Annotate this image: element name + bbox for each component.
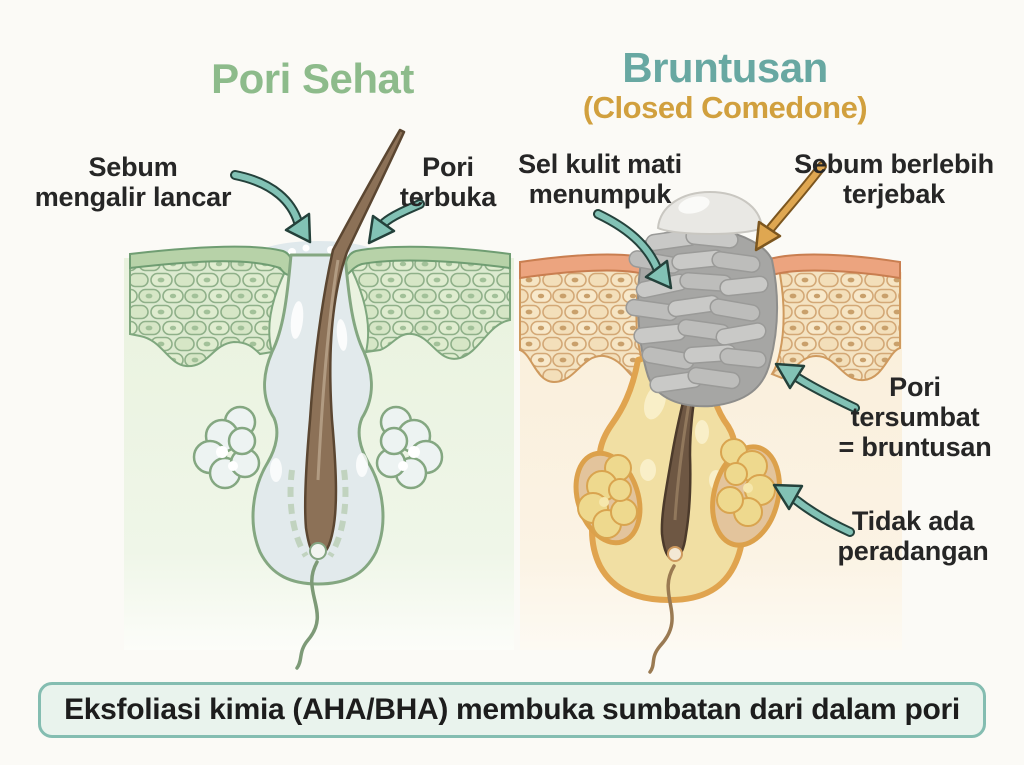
- comedone-follicle-tail: [648, 564, 676, 674]
- follicle-sheath-cells: [287, 469, 349, 558]
- label-open-pore-line2: terbuka: [399, 182, 497, 213]
- label-clogged-pore: Pori tersumbat = bruntusan: [815, 372, 1015, 463]
- label-dead-cells-line1: Sel kulit mati: [518, 149, 682, 179]
- sebum-flow-arrow: [230, 170, 312, 244]
- label-sebum-flow: Sebum mengalir lancar: [28, 152, 238, 212]
- label-sebum-flow-line1: Sebum: [88, 152, 178, 182]
- clogged-pore-arrow: [774, 362, 860, 413]
- label-trapped-sebum: Sebum berlebih terjebak: [788, 149, 1000, 209]
- label-dead-cells-line2: menumpuk: [528, 179, 672, 210]
- right-panel-subtitle: (Closed Comedone): [582, 90, 868, 125]
- label-sebum-flow-line2: mengalir lancar: [34, 182, 232, 213]
- footer-callout: Eksfoliasi kimia (AHA/BHA) membuka sumba…: [38, 682, 986, 738]
- healthy-pore-illustration: [124, 128, 514, 670]
- label-trapped-sebum-line1: Sebum berlebih: [794, 149, 994, 179]
- label-open-pore-line1: Pori: [422, 152, 474, 182]
- open-pore-arrow: [367, 199, 425, 245]
- footer-text: Eksfoliasi kimia (AHA/BHA) membuka sumba…: [64, 693, 960, 726]
- label-clogged-pore-line1: Pori: [889, 372, 941, 402]
- healthy-sebaceous-gland-left: [192, 405, 261, 490]
- comedone-sebaceous-gland-right: [710, 438, 782, 548]
- annotation-arrows: [230, 161, 860, 537]
- healthy-epidermis-cells: [129, 259, 511, 368]
- label-clogged-pore-line2: tersumbat: [850, 402, 980, 433]
- healthy-hair-shaft: [303, 128, 406, 560]
- label-clogged-pore-line3: = bruntusan: [838, 432, 992, 463]
- dead-skin-cell-plug: [625, 227, 779, 408]
- comedone-sebaceous-gland-left: [573, 450, 643, 546]
- comedone-hair-papilla: [667, 546, 683, 562]
- healthy-follicle-tail: [295, 560, 320, 670]
- right-panel-title: Bruntusan: [622, 44, 828, 91]
- comedone-epidermis-cells: [519, 262, 901, 384]
- dead-cells-arrow: [593, 209, 673, 290]
- label-dead-cells: Sel kulit mati menumpuk: [510, 149, 690, 209]
- left-panel-title: Pori Sehat: [211, 55, 414, 102]
- label-no-inflammation-line1: Tidak ada: [851, 506, 975, 536]
- label-trapped-sebum-line2: terjebak: [843, 179, 945, 210]
- label-no-inflammation-line2: peradangan: [837, 536, 989, 567]
- healthy-sebaceous-gland-right: [375, 405, 444, 490]
- label-open-pore: Pori terbuka: [387, 152, 509, 212]
- no-inflammation-arrow: [772, 483, 855, 537]
- hair-papilla: [309, 542, 327, 560]
- trapped-sebum-arrow: [754, 161, 827, 252]
- comedone-bump: [656, 190, 764, 235]
- label-no-inflammation: Tidak ada peradangan: [813, 506, 1013, 566]
- comedone-illustration: [519, 190, 902, 674]
